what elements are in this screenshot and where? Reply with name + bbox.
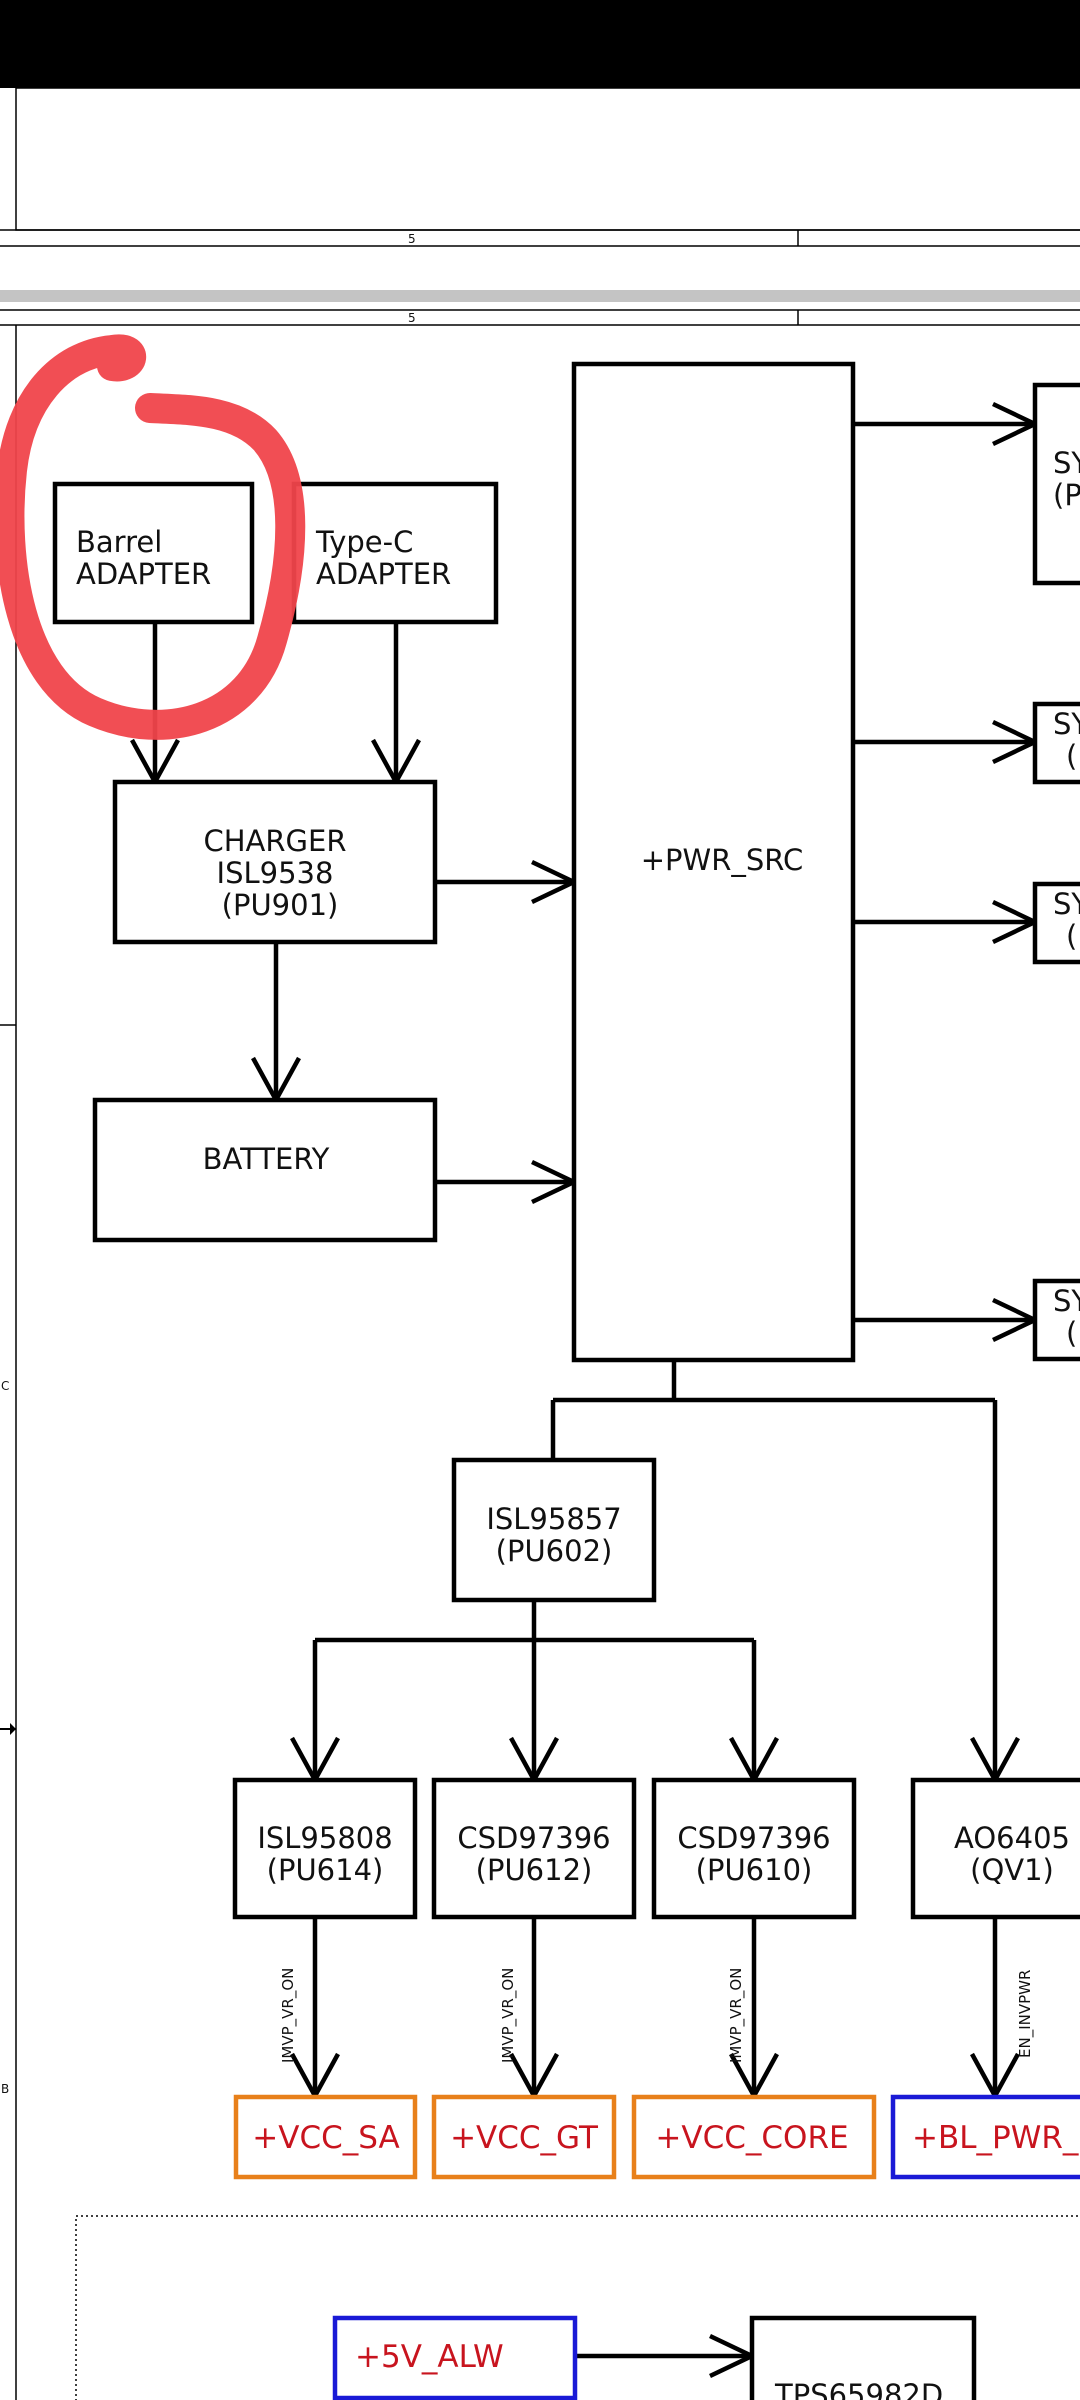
signal-label-bl: EN_INVPWR xyxy=(1016,1970,1035,2058)
row-marker-b: B xyxy=(1,2082,9,2096)
rail-label-sa: +VCC_SA xyxy=(252,2120,399,2156)
stage-block-gt: CSD97396 (PU612) xyxy=(431,1777,637,1920)
signal-label-core: IMVP_VR_ON xyxy=(727,1968,746,2063)
sys-block-2-line2: (P xyxy=(1066,739,1080,773)
red-annotation-circle xyxy=(0,334,306,740)
alw-rail-label: +5V_ALW xyxy=(355,2339,504,2375)
sys-block-2 xyxy=(1032,701,1080,785)
dotted-region xyxy=(75,2215,1080,2400)
sys-block-3 xyxy=(1032,881,1080,965)
pwr-src-block: +PWR_SRC xyxy=(571,361,856,1363)
stage-block-core: CSD97396 (PU610) xyxy=(651,1777,857,1920)
barrel-adapter-block: Barrel ADAPTER xyxy=(52,481,255,625)
top-black-bar xyxy=(0,0,1080,88)
sheet-frame: 5 C B xyxy=(0,309,1080,2400)
wires xyxy=(152,421,1035,2359)
stage-sa-label-1: ISL95808 xyxy=(257,1821,392,1855)
stage-gt-label-1: CSD97396 xyxy=(457,1821,610,1855)
barrel-label-1: Barrel xyxy=(76,525,162,559)
rail-label-core: +VCC_CORE xyxy=(655,2120,848,2156)
rail-label-gt: +VCC_GT xyxy=(450,2120,599,2156)
sys-block-1 xyxy=(1032,382,1080,586)
tps-block: TPS65982D xyxy=(749,2315,977,2400)
typec-adapter-block: Type-C ADAPTER xyxy=(291,481,499,625)
signal-label-sa: IMVP_VR_ON xyxy=(279,1968,298,2063)
sys-block-1-line2: (P xyxy=(1053,478,1080,512)
sys-block-3-line1: SY xyxy=(1053,887,1080,921)
vr-controller-label-1: ISL95857 xyxy=(486,1502,621,1536)
sys-block-2-line1: SY xyxy=(1053,707,1080,741)
output-rails: +VCC_SA +VCC_GT +VCC_CORE +BL_PWR_ xyxy=(233,2094,1080,2180)
stage-bl-label-1: AO6405 xyxy=(954,1821,1070,1855)
stage-core-label-1: CSD97396 xyxy=(677,1821,830,1855)
typec-label-1: Type-C xyxy=(315,525,413,559)
vr-controller-label-2: (PU602) xyxy=(496,1534,613,1568)
sys-block-4-line2: (P xyxy=(1066,1316,1080,1350)
right-blocks: SY (P SY (P SY (P SY (P xyxy=(1032,382,1080,1362)
tps-label: TPS65982D xyxy=(774,2378,943,2400)
charger-block: CHARGER ISL9538 (PU901) xyxy=(112,779,438,945)
stage-bl-label-2: (QV1) xyxy=(970,1853,1054,1887)
charger-label-1: CHARGER xyxy=(204,824,347,858)
barrel-label-2: ADAPTER xyxy=(76,557,211,591)
charger-label-2: ISL9538 xyxy=(217,856,334,890)
sys-block-4 xyxy=(1032,1278,1080,1362)
sys-block-3-line2: (P xyxy=(1066,919,1080,953)
enable-signals: IMVP_VR_ON IMVP_VR_ON IMVP_VR_ON EN_INVP… xyxy=(279,1968,1035,2063)
page-separator xyxy=(0,290,1080,302)
rail-label-bl: +BL_PWR_ xyxy=(912,2120,1079,2156)
rail-box-core xyxy=(631,2094,877,2180)
zone-number-top: 5 xyxy=(408,232,416,246)
previous-sheet-frame: 5 xyxy=(0,87,1080,247)
row-marker-c: C xyxy=(1,1379,9,1393)
alw-rail-block: +5V_ALW xyxy=(332,2315,578,2400)
rail-box-gt xyxy=(431,2094,617,2180)
zone-number-bottom: 5 xyxy=(408,311,416,325)
charger-label-3: (PU901) xyxy=(222,888,339,922)
vr-controller-block: ISL95857 (PU602) xyxy=(451,1457,657,1603)
stage-sa-label-2: (PU614) xyxy=(267,1853,384,1887)
sys-block-1-line1: SY xyxy=(1053,446,1080,480)
signal-label-gt: IMVP_VR_ON xyxy=(499,1968,518,2063)
stage-gt-label-2: (PU612) xyxy=(476,1853,593,1887)
battery-label: BATTERY xyxy=(203,1142,330,1176)
pwr-src-label: +PWR_SRC xyxy=(641,843,803,877)
typec-label-2: ADAPTER xyxy=(316,557,451,591)
stage-core-label-2: (PU610) xyxy=(696,1853,813,1887)
rail-box-sa xyxy=(233,2094,418,2180)
rail-box-bl xyxy=(890,2094,1080,2180)
stage-block-bl: AO6405 (QV1) xyxy=(910,1777,1080,1920)
battery-block: BATTERY xyxy=(92,1097,438,1243)
stage-block-sa: ISL95808 (PU614) xyxy=(232,1777,418,1920)
sys-block-4-line1: SY xyxy=(1053,1284,1080,1318)
